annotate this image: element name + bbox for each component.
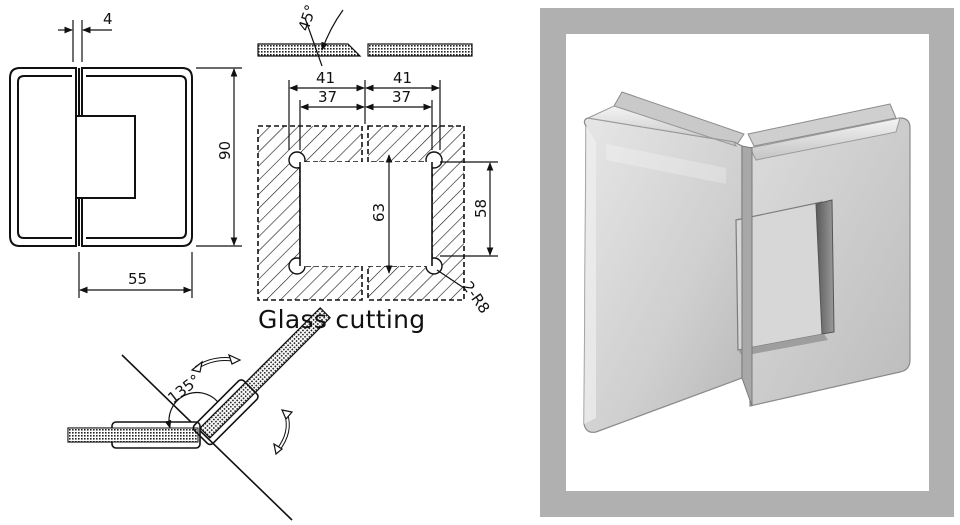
chamfer-angle-label: 45° — [295, 2, 320, 33]
opening-angle-diagram — [67, 306, 331, 521]
product-photo — [566, 34, 929, 491]
glass-cutting-caption: Glass cutting — [258, 305, 426, 334]
height-dimension — [196, 67, 242, 247]
technical-drawing: 4 90 55 45° — [9, 2, 498, 521]
opening-angle-label: 135° — [164, 371, 204, 407]
outer-cut-left-label: 41 — [316, 69, 335, 87]
gap-dimension — [58, 20, 112, 62]
gap-dimension-label: 4 — [103, 10, 113, 28]
curved-double-arrow-icon — [190, 353, 242, 373]
glass-cutting-plan — [257, 125, 465, 301]
glass-edge-detail — [257, 9, 473, 67]
radius-leader — [436, 269, 465, 289]
inner-cut-right-label: 37 — [392, 88, 411, 106]
hinge-product-image — [583, 91, 911, 433]
cutout-height-inner-label: 58 — [472, 199, 490, 218]
height-dimension-label: 90 — [216, 141, 234, 160]
inner-cut-left-label: 37 — [318, 88, 337, 106]
width-dimension — [78, 252, 193, 298]
cutout-height-outer-label: 63 — [370, 203, 388, 222]
cutout-height-inner-dimension — [440, 161, 498, 257]
cut-width-dimensions — [288, 80, 441, 150]
width-dimension-label: 55 — [128, 270, 147, 288]
hinge-front-view — [9, 67, 193, 247]
outer-cut-right-label: 41 — [393, 69, 412, 87]
curved-double-arrow-icon — [273, 409, 294, 456]
